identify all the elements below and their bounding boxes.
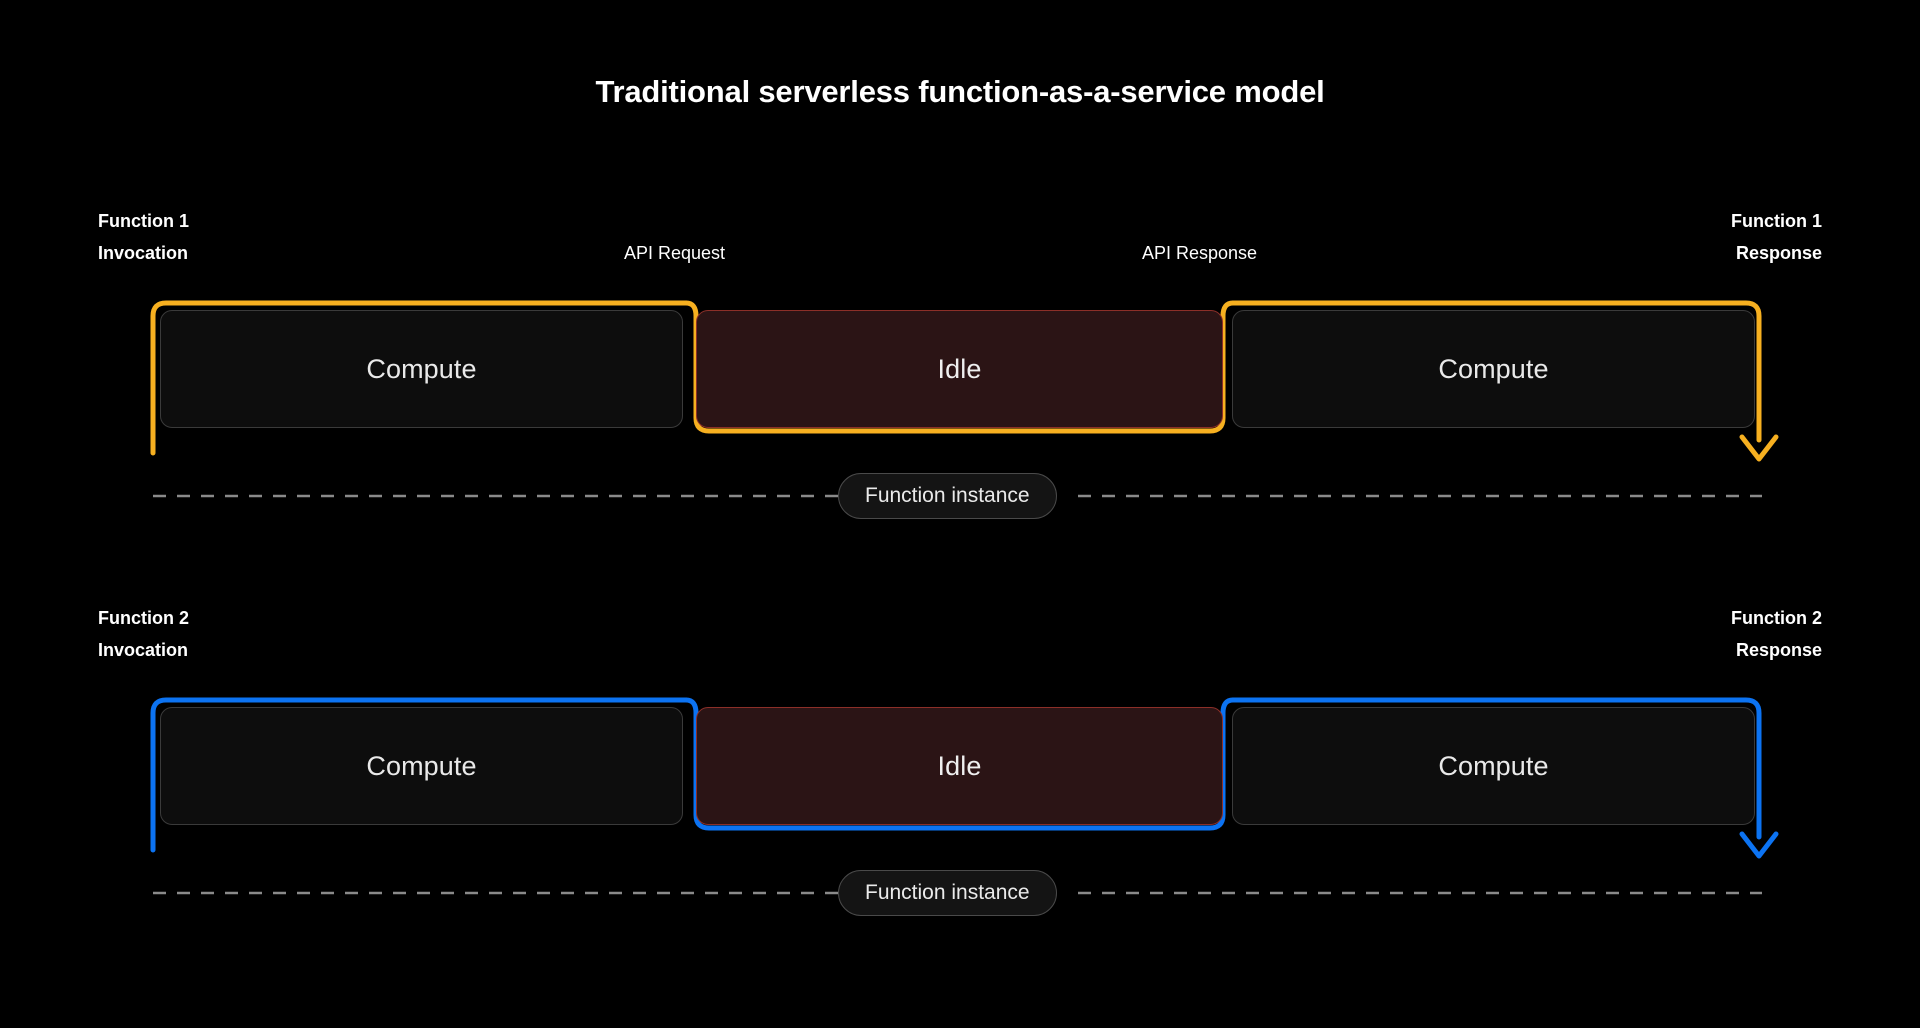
function-1-response-label: Function 1 Response	[1731, 211, 1822, 263]
function-1-segment-idle[interactable]: Idle	[696, 310, 1223, 428]
function-1-invocation-label: Function 1 Invocation	[98, 211, 189, 263]
function-1-instance-pill: Function instance	[838, 473, 1057, 519]
function-2-invocation-label: Function 2 Invocation	[98, 608, 189, 660]
function-2-segment-compute-left[interactable]: Compute	[160, 707, 683, 825]
function-2-segment-compute-right[interactable]: Compute	[1232, 707, 1755, 825]
function-2-response-label: Function 2 Response	[1731, 608, 1822, 660]
function-2-instance-pill: Function instance	[838, 870, 1057, 916]
api-request-label: API Request	[624, 243, 726, 263]
function-2-segment-idle[interactable]: Idle	[696, 707, 1223, 825]
api-response-label: API Response	[1142, 243, 1258, 263]
function-1-segment-compute-left[interactable]: Compute	[160, 310, 683, 428]
function-1-segment-compute-right[interactable]: Compute	[1232, 310, 1755, 428]
page-title: Traditional serverless function-as-a-ser…	[595, 74, 1325, 109]
